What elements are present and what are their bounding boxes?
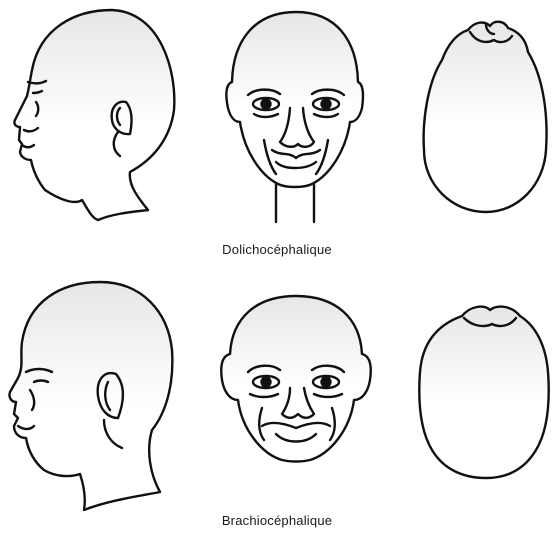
profile-head-icon [14, 10, 174, 220]
profile-head-icon [9, 282, 172, 510]
front-face-icon [226, 12, 363, 222]
top-skull-icon [424, 22, 547, 212]
caption-brachycephalic: Brachiocéphalique [0, 513, 554, 528]
top-skull-icon [419, 307, 548, 478]
caption-dolichocephalic: Dolichocéphalique [0, 242, 554, 257]
front-face-icon [221, 296, 370, 462]
